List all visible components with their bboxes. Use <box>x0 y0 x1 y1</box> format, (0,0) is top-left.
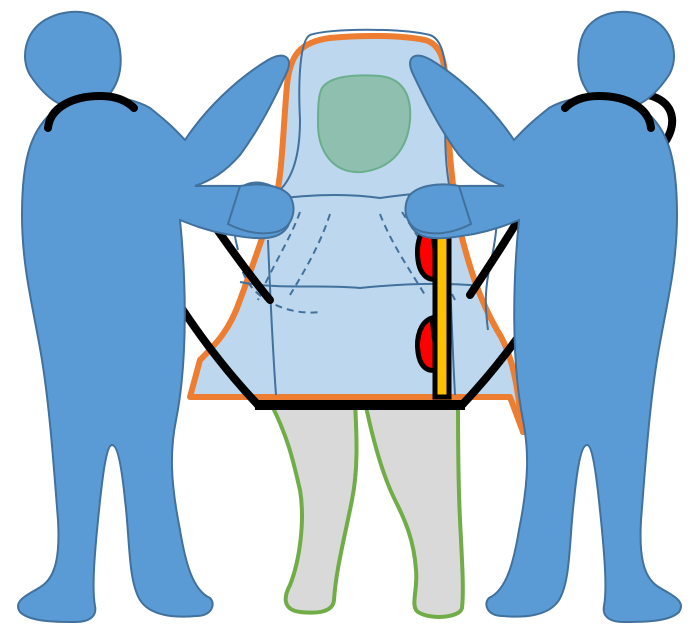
patient-legs <box>270 402 463 617</box>
patient-leg-right <box>365 402 463 617</box>
left-hand <box>228 184 294 233</box>
right-hand <box>405 184 471 233</box>
patient-leg-left <box>270 402 357 613</box>
handle-orange-bar <box>435 225 449 397</box>
